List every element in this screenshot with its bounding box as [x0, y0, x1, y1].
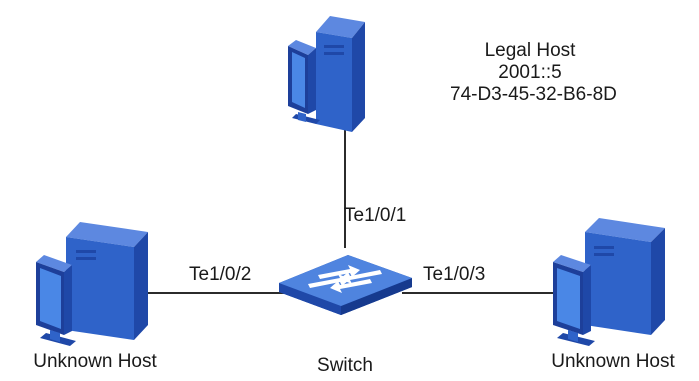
port-label-te1-0-1: Te1/0/1	[344, 205, 407, 226]
right-unknown-host-computer-icon	[553, 218, 665, 346]
switch-label: Switch	[317, 355, 373, 376]
left-host-label: Unknown Host	[33, 351, 157, 372]
right-host-label: Unknown Host	[551, 351, 675, 372]
left-unknown-host-computer-icon	[36, 222, 148, 346]
legal-host-mac: 74-D3-45-32-B6-8D	[450, 84, 617, 105]
legal-host-ip: 2001::5	[498, 62, 562, 83]
legal-host-label: Legal Host 2001::5 74-D3-45-32-B6-8D	[450, 40, 617, 106]
legal-host-computer-icon	[288, 16, 365, 132]
port-label-te1-0-2: Te1/0/2	[189, 264, 252, 285]
port-label-te1-0-3: Te1/0/3	[423, 264, 486, 285]
legal-host-name: Legal Host	[484, 40, 576, 61]
switch-icon	[279, 255, 412, 315]
